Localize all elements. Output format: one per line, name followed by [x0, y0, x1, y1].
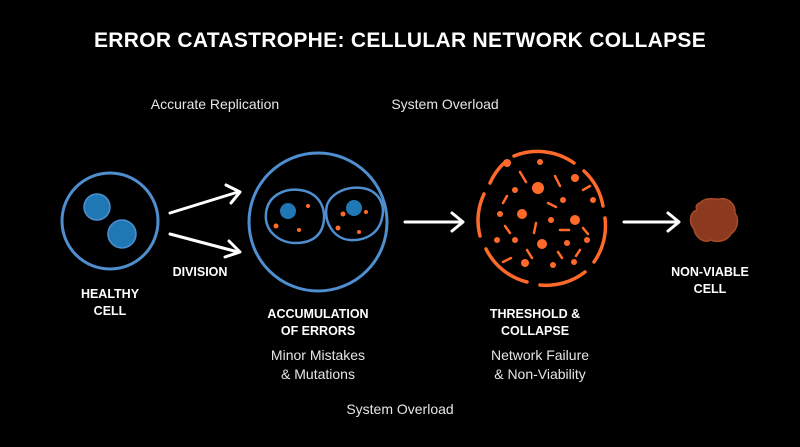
nonviable-label: NON-VIABLE CELL: [655, 264, 765, 298]
daughter-cell-right: [324, 186, 385, 242]
threshold-note-line2: & Non-Viability: [494, 366, 586, 382]
fragment-dashes: [501, 170, 592, 264]
division-arrow-up: [168, 190, 240, 215]
threshold-cell: [476, 149, 608, 288]
threshold-label-line1: THRESHOLD &: [489, 307, 581, 321]
healthy-cell-label: HEALTHY CELL: [60, 286, 160, 320]
healthy-cell: [60, 171, 160, 271]
division-arrow-down-head: [223, 239, 242, 259]
accumulation-label: ACCUMULATION OF ERRORS: [243, 306, 393, 340]
threshold-label-line2: COLLAPSE: [500, 324, 570, 338]
threshold-label: THRESHOLD & COLLAPSE: [465, 306, 605, 340]
arrow-to-nonviable: [622, 211, 681, 233]
accumulation-label-line2: OF ERRORS: [280, 324, 356, 338]
accumulation-outer-membrane: [247, 151, 389, 293]
threshold-note-line1: Network Failure: [490, 347, 590, 363]
caption-accurate-replication: Accurate Replication: [150, 96, 280, 112]
daughter-left-nucleus: [280, 203, 296, 219]
accumulation-note: Minor Mistakes & Mutations: [243, 346, 393, 384]
caption-system-overload-bottom: System Overload: [346, 401, 454, 417]
accumulation-label-line1: ACCUMULATION: [267, 307, 369, 321]
division-label: DIVISION: [172, 265, 228, 279]
healthy-nucleus-1: [83, 193, 111, 221]
nonviable-label-line2: CELL: [693, 282, 727, 296]
division-arrows: [168, 183, 242, 259]
division-arrow-down: [168, 232, 240, 254]
threshold-note: Network Failure & Non-Viability: [465, 346, 615, 384]
daughter-right-nucleus: [346, 200, 362, 216]
caption-system-overload-top: System Overload: [391, 96, 499, 112]
accumulation-note-line1: Minor Mistakes: [270, 347, 366, 363]
diagram-title: ERROR CATASTROPHE: CELLULAR NETWORK COLL…: [93, 29, 707, 52]
healthy-label-line2: CELL: [93, 304, 127, 318]
division-arrow-up-head: [224, 183, 242, 205]
daughter-cell-left: [264, 188, 326, 245]
healthy-label-line1: HEALTHY: [80, 287, 140, 301]
nonviable-cell: [689, 197, 739, 243]
arrow-to-threshold: [403, 211, 465, 233]
healthy-nucleus-2: [107, 219, 137, 249]
error-dots: [273, 204, 368, 234]
fragment-dots: [494, 159, 596, 268]
broken-membrane: [476, 149, 608, 288]
nonviable-label-line1: NON-VIABLE: [671, 265, 749, 279]
accumulation-note-line2: & Mutations: [281, 366, 355, 382]
healthy-cell-membrane: [60, 171, 160, 271]
accumulation-cell: [247, 151, 389, 293]
